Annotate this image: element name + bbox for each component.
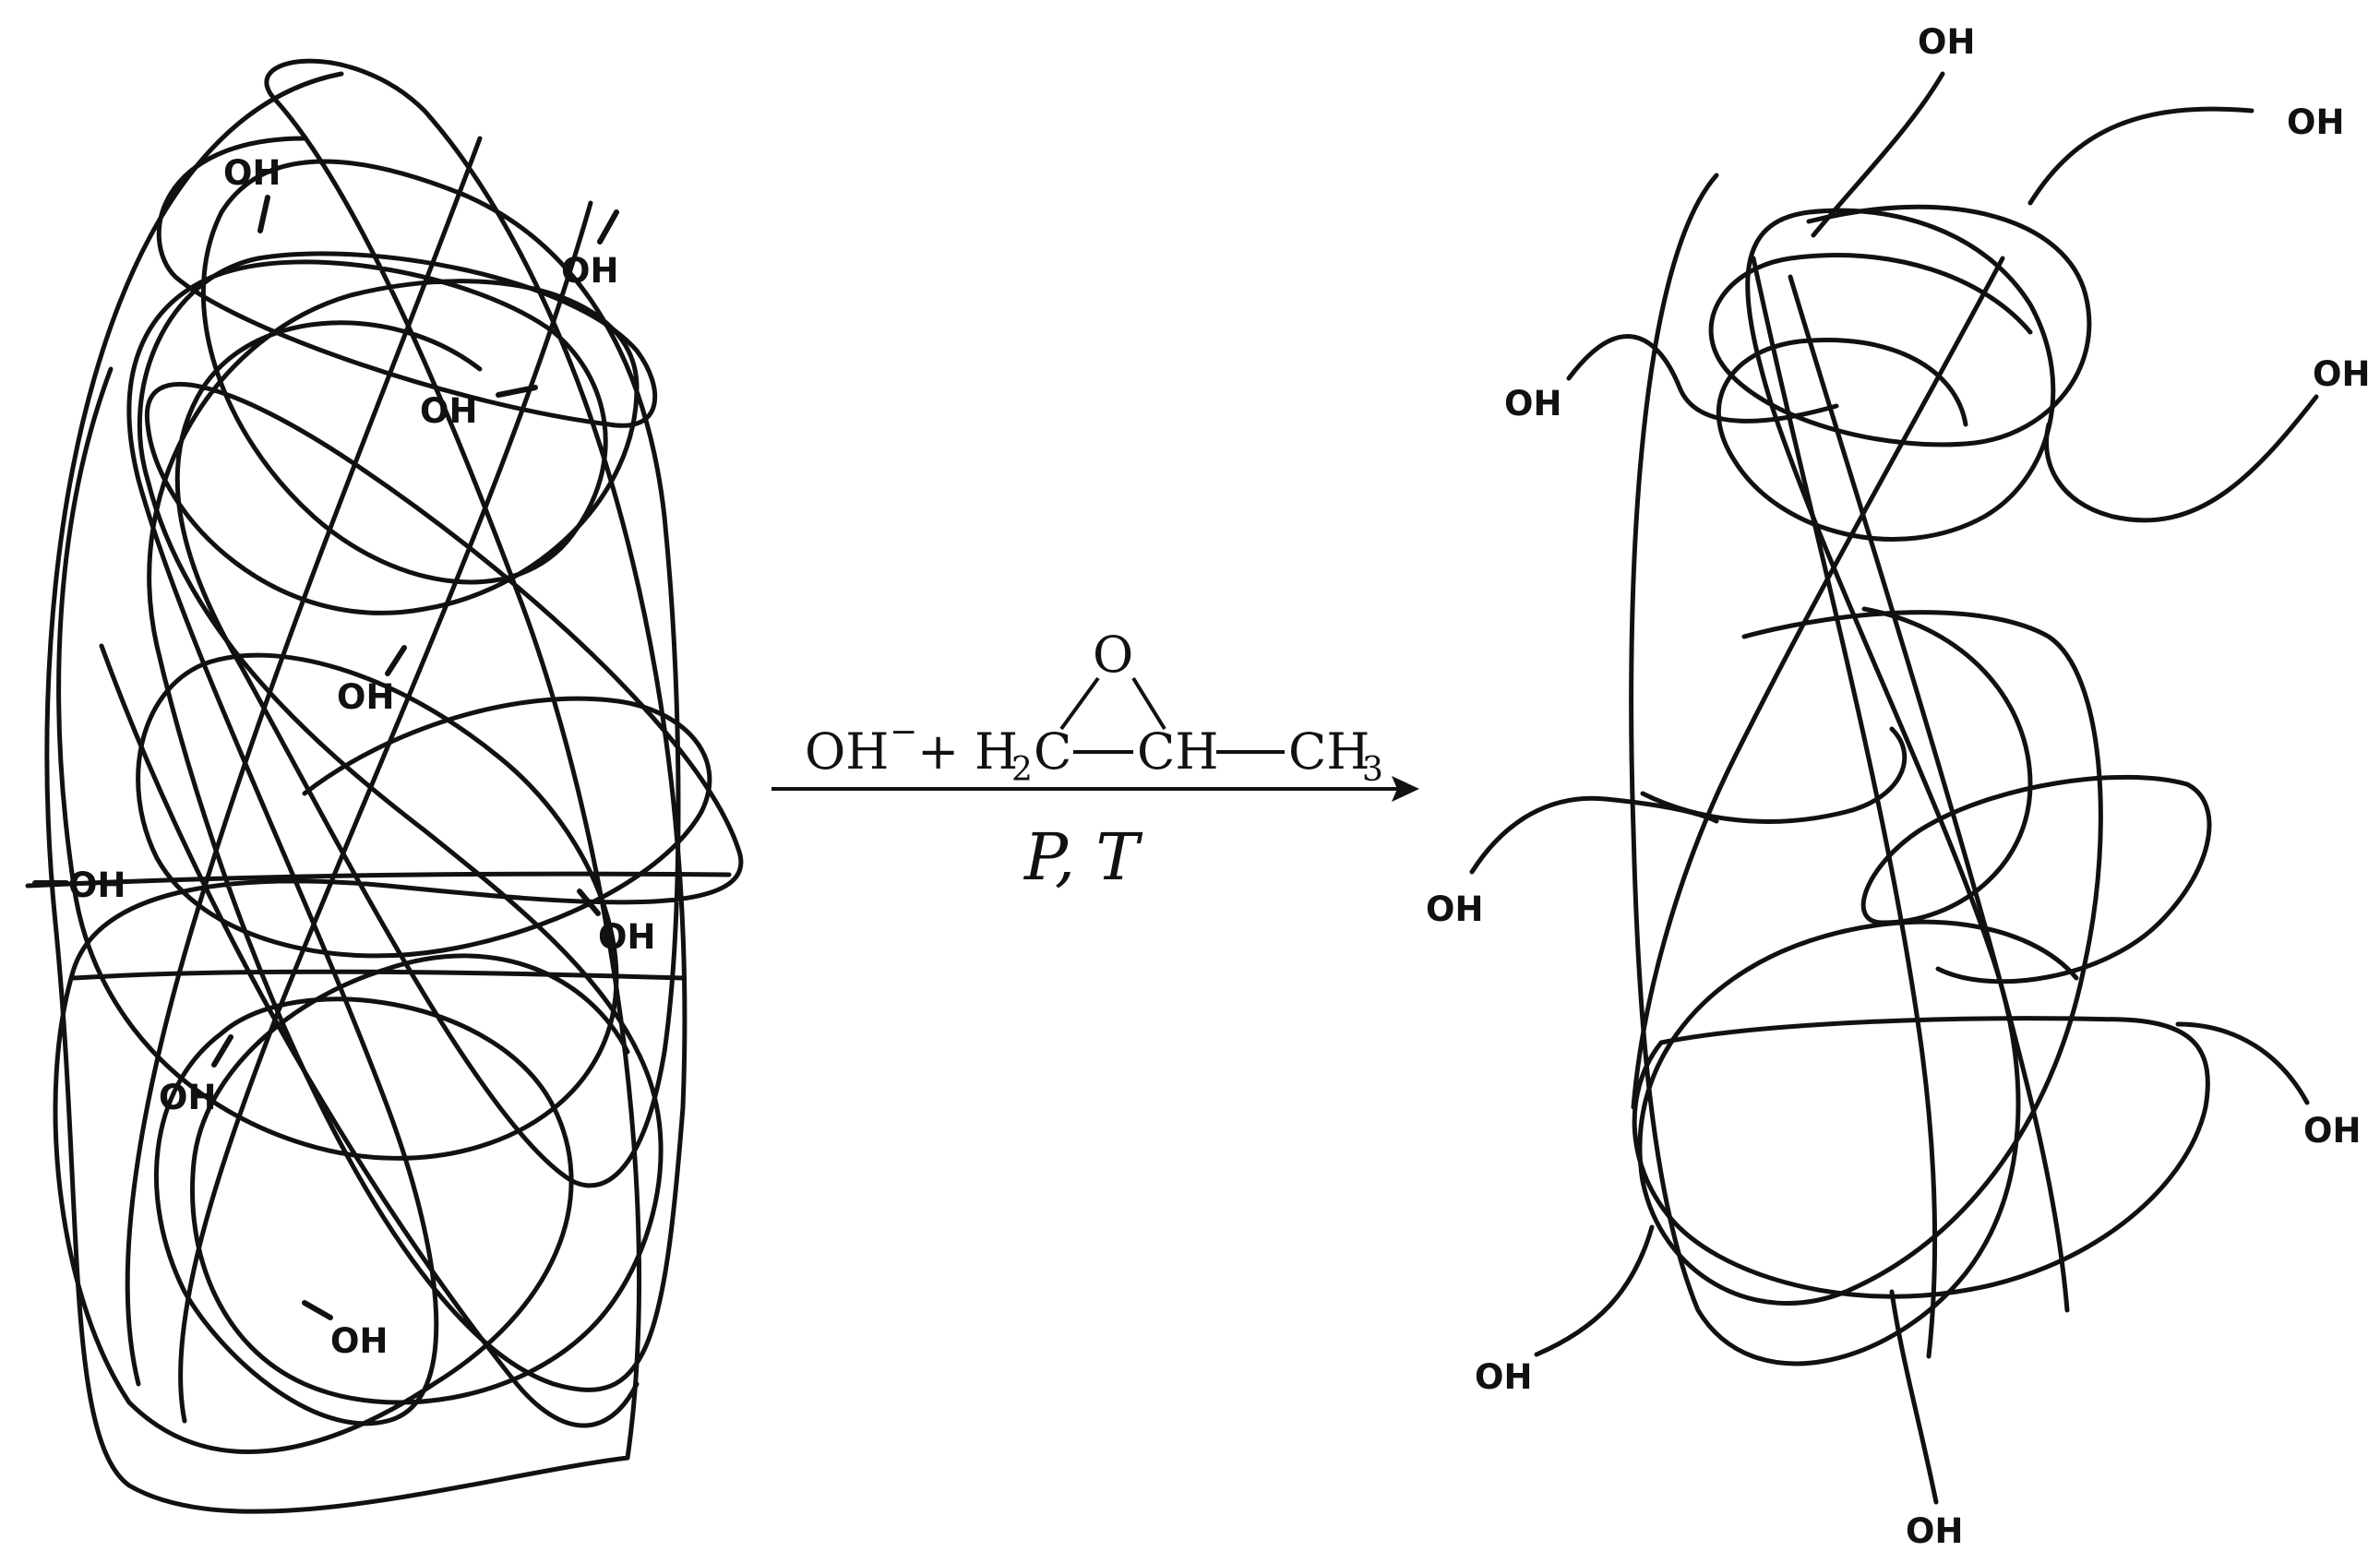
hydroxyl-label: OH — [1426, 889, 1483, 929]
hydroxyl-label: OH — [2313, 354, 2370, 394]
reagent-h-subscript: 2 — [1011, 751, 1033, 789]
left-hydroxyl-group: OH — [337, 645, 407, 717]
left-polymer-strand — [178, 200, 593, 1424]
reagent-c: C — [1034, 722, 1071, 781]
right-polymer-strand — [1708, 204, 2092, 447]
arrow-head — [1392, 776, 1419, 802]
right-hydroxyl-group: OH — [1475, 1224, 1655, 1397]
right-hydroxyl-group: OH — [2175, 1021, 2361, 1151]
right-hydroxyl-group: OH — [1504, 334, 1839, 424]
catalyst-label: OH — [805, 722, 889, 781]
hydroxyl-label: OH — [330, 1321, 388, 1361]
catalyst-charge: − — [890, 713, 917, 751]
left-hydroxyl-group: OH — [302, 1300, 388, 1361]
left-polymer-strand — [71, 969, 686, 981]
right-polymer-strand — [1860, 606, 2212, 984]
epoxide-bond-right — [1131, 676, 1166, 731]
left-hydroxyl-group: OH — [577, 889, 655, 957]
right-hydroxyl-group: OH — [1811, 22, 1975, 238]
right-hydroxyl-group: OH — [1426, 795, 1719, 929]
right-hydroxyl-group: OH — [1889, 1289, 1963, 1551]
right-polymer-strand — [1637, 610, 2103, 1306]
hydroxyl-label: OH — [1918, 22, 1975, 62]
left-polymer-strand — [25, 871, 732, 889]
left-hydroxyl-group: OH — [159, 1034, 233, 1117]
reaction-conditions: P, T — [1023, 819, 1142, 895]
hydroxyl-label: OH — [561, 251, 618, 291]
hydroxyl-label: OH — [1504, 384, 1561, 424]
left-polymer-strand — [56, 366, 712, 1161]
left-polymer-strand — [137, 136, 664, 1405]
reagent-ch: CH — [1137, 722, 1218, 781]
right-polymer-strand — [1629, 173, 2056, 1366]
right-polymer-coil: OH OH OH OH OH OH OH OH — [1426, 22, 2370, 1551]
reagent-ch3-subscript: 3 — [1362, 751, 1383, 789]
left-polymer-strand — [125, 136, 483, 1387]
right-polymer-strand — [1788, 274, 2070, 1313]
left-polymer-coil: OH OH OH OH OH OH OH OH — [25, 58, 744, 1514]
right-polymer-strand — [1751, 256, 1938, 1359]
hydroxyl-label: OH — [223, 153, 281, 193]
hydroxyl-label: OH — [159, 1078, 216, 1117]
epoxide-bond-left — [1059, 676, 1100, 731]
hydroxyl-label: OH — [337, 677, 394, 717]
hydroxyl-label: OH — [598, 917, 655, 957]
left-hydroxyl-group: OH — [32, 865, 126, 905]
plus-sign: + — [917, 722, 959, 781]
epoxide-oxygen: O — [1093, 626, 1133, 684]
right-hydroxyl-group: OH — [2044, 354, 2370, 523]
hydroxyl-label: OH — [1906, 1511, 1963, 1551]
hydroxyl-label: OH — [68, 865, 126, 905]
left-hydroxyl-group: OH — [420, 385, 538, 431]
hydroxyl-label: OH — [1475, 1357, 1532, 1397]
hydroxyl-label: OH — [2303, 1111, 2361, 1151]
hydroxyl-label: OH — [420, 391, 477, 431]
reagent-h: H — [975, 722, 1018, 781]
hydroxyl-label: OH — [2287, 102, 2344, 142]
right-polymer-strand — [1632, 1016, 2210, 1299]
left-hydroxyl-group: OH — [223, 153, 281, 233]
reagent-ch3: CH — [1288, 722, 1369, 781]
right-polymer-strand — [1631, 256, 2005, 1110]
left-polymer-strand — [44, 58, 744, 1514]
right-hydroxyl-group: OH — [2027, 102, 2344, 206]
left-polymer-strand — [99, 643, 640, 1428]
reaction-arrow-group: OH − + H 2 C CH CH 3 O P, T — [771, 626, 1419, 895]
left-hydroxyl-group: OH — [561, 209, 619, 291]
